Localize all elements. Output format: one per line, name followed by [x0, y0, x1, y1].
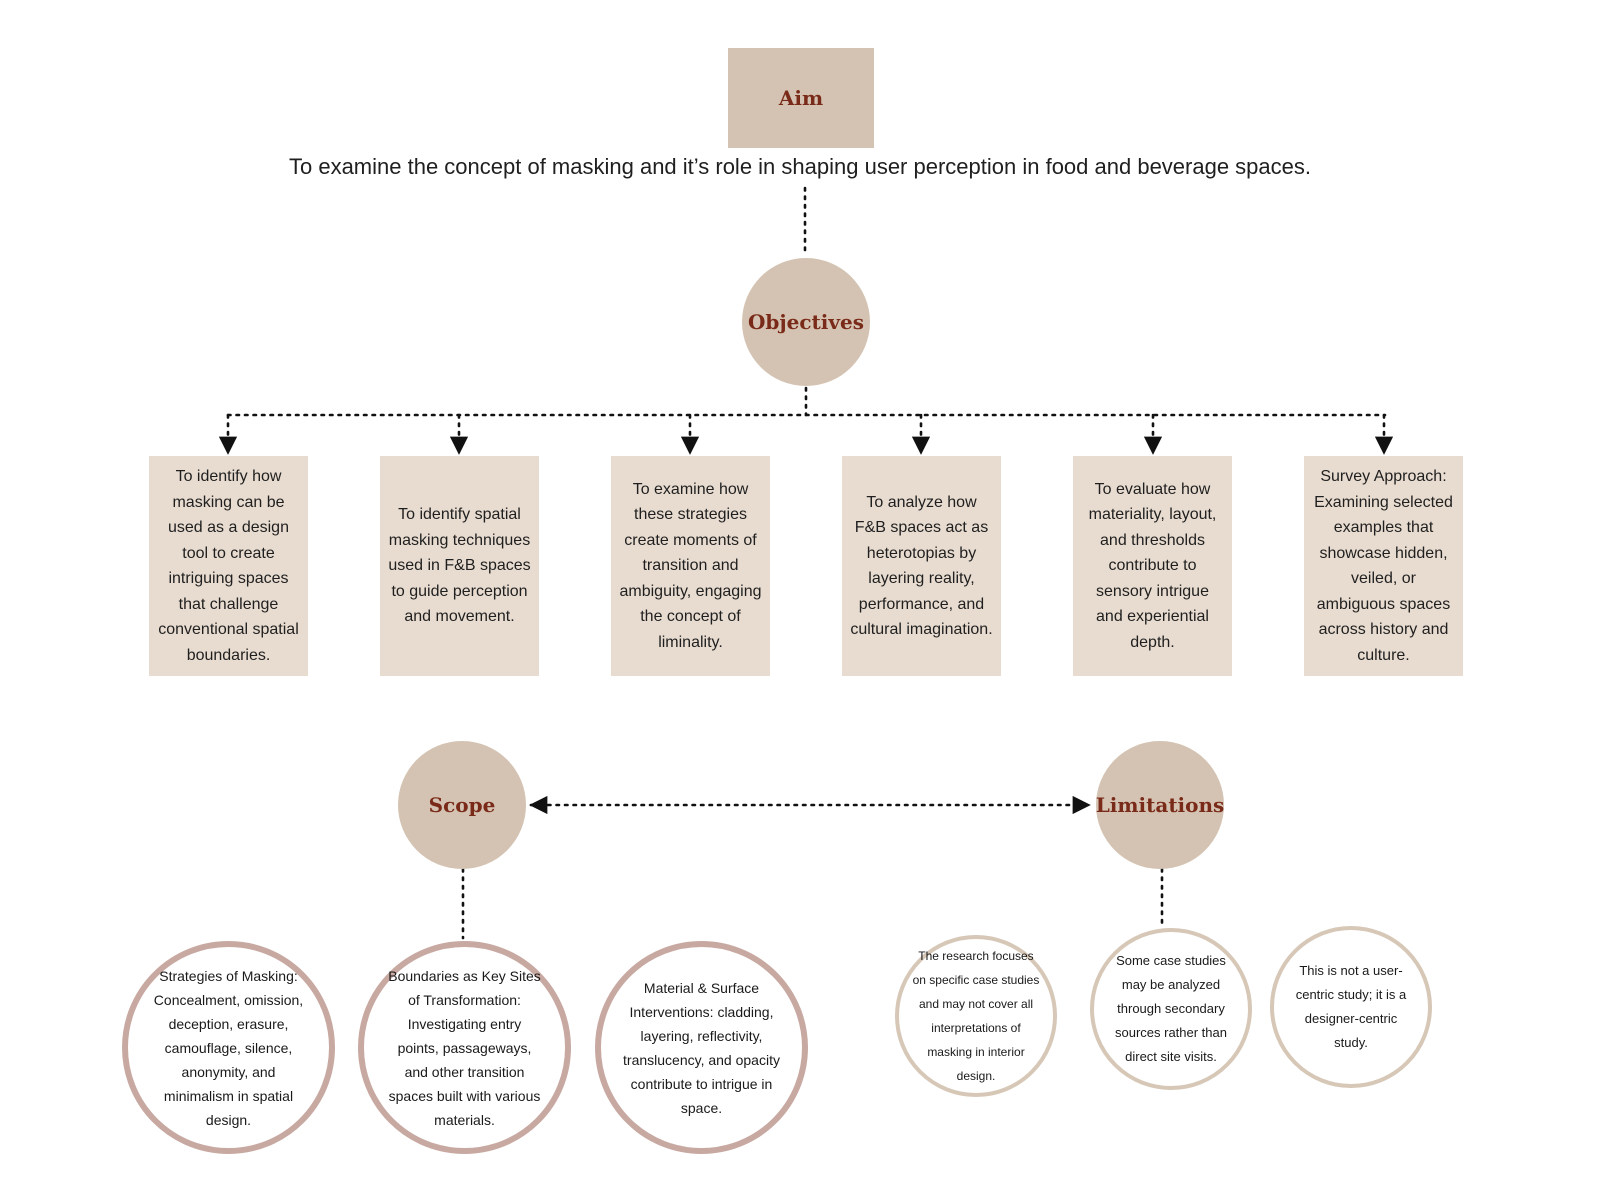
- limitation-item-text: This is not a user-centric study; it is …: [1295, 963, 1407, 1050]
- objective-box: To evaluate how materiality, layout, and…: [1073, 456, 1232, 676]
- objective-box: To examine how these strategies create m…: [611, 456, 770, 676]
- objective-text: To evaluate how materiality, layout, and…: [1088, 480, 1217, 651]
- aim-box: Aim: [728, 48, 874, 148]
- limitation-item-text: Some case studies may be analyzed throug…: [1114, 953, 1227, 1064]
- limitation-item-circle: The research focuses on specific case st…: [895, 935, 1057, 1097]
- limitation-item-text: The research focuses on specific case st…: [912, 949, 1040, 1083]
- limitation-item-circle: This is not a user-centric study; it is …: [1270, 926, 1432, 1088]
- objective-text: To examine how these strategies create m…: [619, 480, 762, 651]
- scope-item-text: Material & Surface Interventions: claddi…: [623, 979, 780, 1116]
- scope-item-text: Boundaries as Key Sites of Transformatio…: [388, 967, 541, 1128]
- objective-text: To identify spatial masking techniques u…: [388, 506, 531, 626]
- objectives-node: Objectives: [742, 258, 870, 386]
- objective-box: To analyze how F&B spaces act as heterot…: [842, 456, 1001, 676]
- limitation-item-circle: Some case studies may be analyzed throug…: [1090, 928, 1252, 1090]
- scope-item-circle: Boundaries as Key Sites of Transformatio…: [358, 941, 571, 1154]
- objective-box: Survey Approach: Examining selected exam…: [1304, 456, 1463, 676]
- limitations-node: Limitations: [1096, 741, 1224, 869]
- scope-heading: Scope: [428, 793, 496, 817]
- objectives-heading: Objectives: [748, 310, 864, 334]
- objective-box: To identify spatial masking techniques u…: [380, 456, 539, 676]
- scope-item-text: Strategies of Masking: Concealment, omis…: [153, 967, 304, 1128]
- limitations-heading: Limitations: [1095, 793, 1225, 817]
- objective-box: To identify how masking can be used as a…: [149, 456, 308, 676]
- scope-item-circle: Strategies of Masking: Concealment, omis…: [122, 941, 335, 1154]
- objective-text: To identify how masking can be used as a…: [158, 468, 299, 664]
- scope-node: Scope: [398, 741, 526, 869]
- objective-text: To analyze how F&B spaces act as heterot…: [850, 493, 993, 639]
- aim-statement: To examine the concept of masking and it…: [288, 154, 1311, 179]
- scope-item-circle: Material & Surface Interventions: claddi…: [595, 941, 808, 1154]
- aim-heading: Aim: [778, 86, 824, 110]
- objective-text: Survey Approach: Examining selected exam…: [1314, 468, 1453, 664]
